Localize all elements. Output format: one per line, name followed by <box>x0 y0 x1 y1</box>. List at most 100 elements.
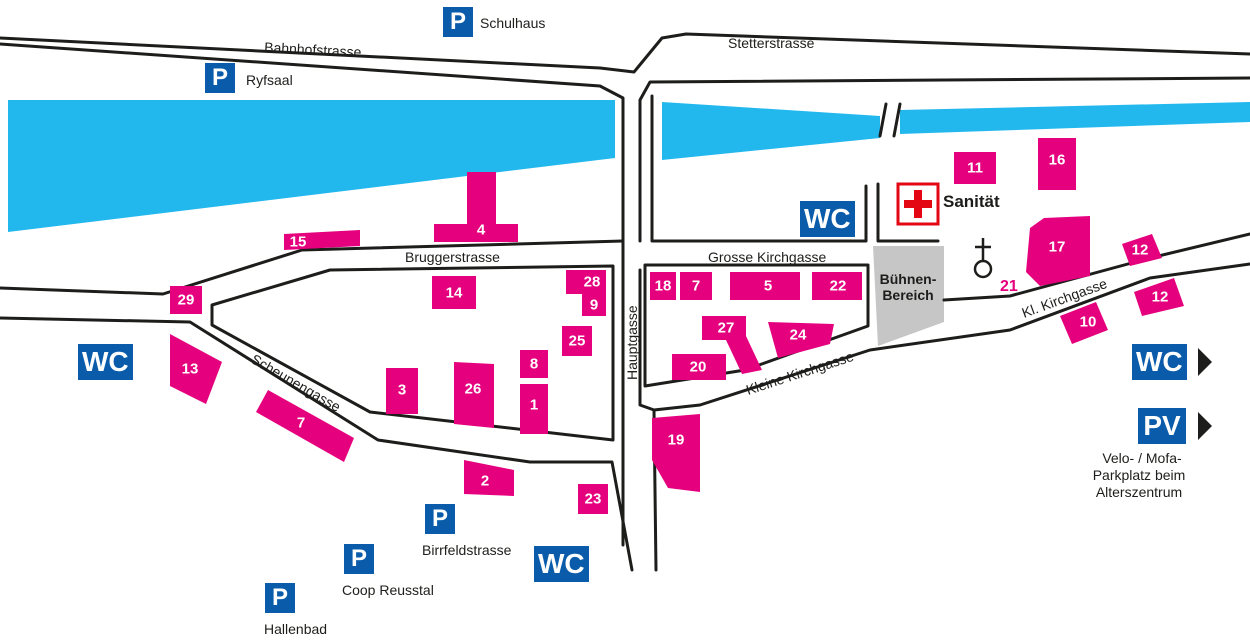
stall-3[interactable]: 3 <box>386 368 418 414</box>
stall-23[interactable]: 23 <box>578 484 608 514</box>
svg-text:29: 29 <box>178 292 195 309</box>
svg-text:14: 14 <box>446 285 463 302</box>
arrow-right-icon <box>1198 348 1212 376</box>
svg-text:26: 26 <box>465 381 482 398</box>
parking-schulhaus-label: Schulhaus <box>480 15 546 31</box>
parking-birrfeldstrasse-badge[interactable]: P <box>425 504 455 534</box>
water-area-east-2 <box>900 102 1250 134</box>
wc-badge-north[interactable]: WC <box>800 201 855 237</box>
stall-13[interactable]: 13 <box>170 334 222 404</box>
church-cross-icon <box>973 238 993 279</box>
stall-1[interactable]: 1 <box>520 384 548 434</box>
stall-22[interactable]: 22 <box>812 272 862 300</box>
svg-text:22: 22 <box>830 278 847 295</box>
stall-16[interactable]: 16 <box>1038 138 1076 190</box>
stall-15[interactable]: 15 <box>284 230 360 251</box>
svg-text:7: 7 <box>692 278 700 295</box>
svg-text:10: 10 <box>1080 314 1097 331</box>
parking-ryfsaal-badge[interactable]: P <box>205 63 235 93</box>
stall-12-south[interactable]: 12 <box>1134 278 1184 316</box>
water-area-east-1 <box>662 102 880 160</box>
parking-birrfeldstrasse-label: Birrfeldstrasse <box>422 542 512 558</box>
svg-text:1: 1 <box>530 397 538 414</box>
stage-area <box>873 246 944 346</box>
parking-ryfsaal-label: Ryfsaal <box>246 72 293 88</box>
wc-badge-south[interactable]: WC <box>534 546 589 582</box>
svg-text:4: 4 <box>477 222 486 239</box>
svg-text:19: 19 <box>668 432 685 449</box>
pv-badge[interactable]: PV <box>1138 408 1186 444</box>
svg-text:11: 11 <box>967 160 983 177</box>
stall-29[interactable]: 29 <box>170 286 202 314</box>
road-bahnhofstrasse-north <box>0 32 1250 74</box>
stall-21-label: 21 <box>1000 278 1018 295</box>
road-bahnhofstrasse-south <box>0 42 625 547</box>
svg-text:16: 16 <box>1049 152 1066 169</box>
svg-text:2: 2 <box>481 473 489 490</box>
stall-10[interactable]: 10 <box>1060 302 1108 344</box>
street-kleine-kirchgasse: Kleine Kirchgasse <box>744 348 856 398</box>
stall-4[interactable]: 4 <box>434 172 518 242</box>
stall-12-north[interactable]: 12 <box>1122 234 1162 266</box>
stall-17[interactable]: 17 <box>1026 216 1090 286</box>
svg-text:9: 9 <box>590 297 598 314</box>
parking-hallenbad-label: Hallenbad <box>264 621 328 637</box>
parking-hallenbad-badge[interactable]: P <box>265 583 295 613</box>
svg-text:17: 17 <box>1049 239 1066 256</box>
parking-coop-reusstal-badge[interactable]: P <box>344 544 374 574</box>
stall-9[interactable]: 9 <box>582 294 606 316</box>
street-hauptgasse: Hauptgasse <box>624 305 640 380</box>
street-grosse-kirchgasse: Grosse Kirchgasse <box>708 249 826 265</box>
stall-18[interactable]: 18 <box>650 272 676 300</box>
parking-coop-reusstal-label: Coop Reusstal <box>342 582 434 598</box>
stall-28[interactable]: 28 <box>566 270 606 294</box>
red-cross-icon <box>896 182 940 226</box>
street-stetterstrasse: Stetterstrasse <box>728 35 815 51</box>
stall-2[interactable]: 2 <box>464 460 514 496</box>
road-north-parking <box>650 94 868 243</box>
stall-25[interactable]: 25 <box>562 326 592 356</box>
stall-5[interactable]: 5 <box>730 272 800 300</box>
stall-20[interactable]: 20 <box>672 354 726 380</box>
svg-text:20: 20 <box>690 359 707 376</box>
pv-label-line2: Parkplatz beim <box>1092 467 1186 483</box>
svg-text:8: 8 <box>530 356 538 373</box>
stage-label-2: Bereich <box>882 287 933 303</box>
street-bruggerstrasse: Bruggerstrasse <box>405 249 500 265</box>
road-hauptgasse-east <box>638 268 658 572</box>
stall-7[interactable]: 7 <box>680 272 712 300</box>
bridge-mark-1 <box>878 102 888 138</box>
pv-label-line1: Velo- / Mofa- <box>1102 450 1182 466</box>
stall-14[interactable]: 14 <box>432 276 476 309</box>
stall-11[interactable]: 11 <box>954 152 996 184</box>
road-inner-block <box>210 264 615 442</box>
svg-text:24: 24 <box>790 327 807 344</box>
svg-text:15: 15 <box>290 234 307 251</box>
svg-text:23: 23 <box>585 491 602 508</box>
street-bahnhofstrasse: Bahnhofstrasse <box>264 39 362 60</box>
parking-schulhaus-badge[interactable]: P <box>443 7 473 37</box>
road-stetter-south <box>638 76 1250 243</box>
svg-text:28: 28 <box>584 274 601 291</box>
stall-24[interactable]: 24 <box>768 322 834 358</box>
svg-text:12: 12 <box>1132 242 1149 259</box>
sanitat-label: Sanität <box>943 192 1000 211</box>
stall-8[interactable]: 8 <box>520 350 548 378</box>
stall-27[interactable]: 27 <box>702 316 762 374</box>
road-bruggerstrasse-north <box>0 239 625 296</box>
pv-label-line3: Alterszentrum <box>1095 484 1183 500</box>
stall-26[interactable]: 26 <box>454 362 494 428</box>
svg-text:18: 18 <box>655 278 672 295</box>
wc-badge-west[interactable]: WC <box>78 344 133 380</box>
stall-19[interactable]: 19 <box>652 414 700 492</box>
wc-badge-east[interactable]: WC <box>1132 344 1187 380</box>
bridge-mark-2 <box>892 102 902 138</box>
stall-6[interactable]: 7 <box>256 390 354 462</box>
svg-text:27: 27 <box>718 320 735 337</box>
road-bruggerstrasse-south <box>0 316 634 572</box>
arrow-right-icon <box>1198 412 1212 440</box>
svg-text:3: 3 <box>398 382 406 399</box>
stage-label-1: Bühnen- <box>880 271 937 287</box>
svg-text:12: 12 <box>1152 289 1169 306</box>
